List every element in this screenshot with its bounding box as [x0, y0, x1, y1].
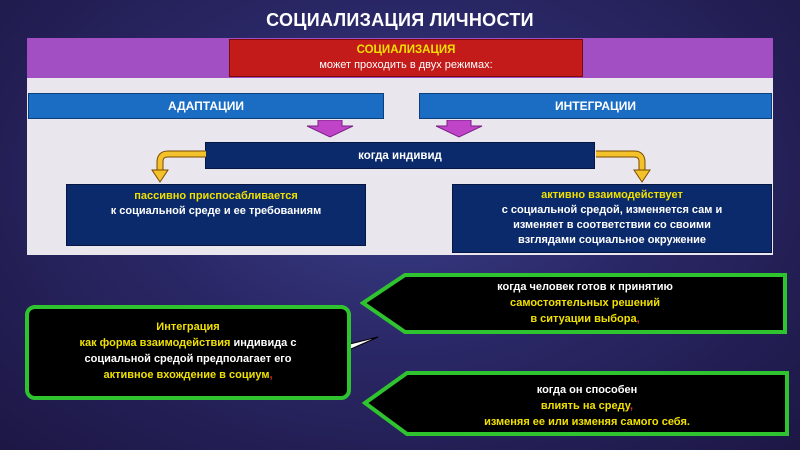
callout-top-shape [360, 273, 787, 334]
callout-bottom-text: когда он способен влиять на среду, измен… [402, 382, 772, 430]
callout-bottom-line-3: изменяя ее или изменяя самого себя. [484, 416, 690, 428]
callout-top-line-3-end: , [636, 313, 640, 325]
curved-arrow-left-icon [151, 150, 206, 183]
definition-line-4: активное вхождение в социум [103, 369, 270, 381]
adaptation-line-1: пассивно приспосабливается [134, 190, 298, 202]
mode-adaptation: АДАПТАЦИИ [28, 93, 384, 119]
integration-line-3: изменяет в соответствии со своими [513, 219, 711, 231]
socialization-subtitle: может проходить в двух режимах: [319, 59, 493, 71]
adaptation-description: пассивно приспосабливается к социальной … [66, 184, 366, 246]
definition-line-2b: индивида с [230, 337, 297, 349]
definition-line-1: Интеграция [156, 321, 220, 333]
callout-bottom-line-1: когда он способен [536, 384, 638, 396]
callout-top-line-3: в ситуации выбора [530, 313, 637, 325]
socialization-box: СОЦИАЛИЗАЦИЯ может проходить в двух режи… [229, 39, 583, 77]
callout-top-line-1: когда человек готов к принятию [497, 281, 673, 293]
down-arrow-icon [435, 120, 483, 138]
callout-bottom-shape [362, 371, 789, 436]
callout-top-text: когда человек готов к принятию самостоят… [400, 279, 770, 327]
when-individual-box: когда индивид [205, 142, 595, 169]
down-arrow-icon [306, 120, 354, 138]
mode-integration: ИНТЕГРАЦИИ [419, 93, 772, 119]
integration-description: активно взаимодействует с социальной сре… [452, 184, 772, 253]
integration-line-2: с социальной средой, изменяется сам и [501, 204, 723, 216]
integration-definition-box: Интеграция как форма взаимодействия инди… [25, 305, 351, 400]
integration-line-4: взглядами социальное окружение [517, 234, 707, 246]
socialization-heading: СОЦИАЛИЗАЦИЯ [356, 44, 456, 56]
curved-arrow-right-icon [596, 150, 651, 183]
definition-line-4-end: , [269, 369, 273, 381]
page-title: СОЦИАЛИЗАЦИЯ ЛИЧНОСТИ [266, 10, 534, 30]
adaptation-line-2: к социальной среде и ее требованиям [110, 205, 322, 217]
callout-bottom-line-2: влиять на среду [540, 400, 631, 412]
definition-line-2a: как форма взаимодействия [79, 337, 231, 349]
callout-bottom-line-2-end: , [630, 400, 634, 412]
callout-top-line-2: самостоятельных решений [509, 297, 661, 309]
definition-line-3: социальной средой предполагает его [84, 353, 292, 365]
integration-line-1: активно взаимодействует [541, 189, 683, 201]
